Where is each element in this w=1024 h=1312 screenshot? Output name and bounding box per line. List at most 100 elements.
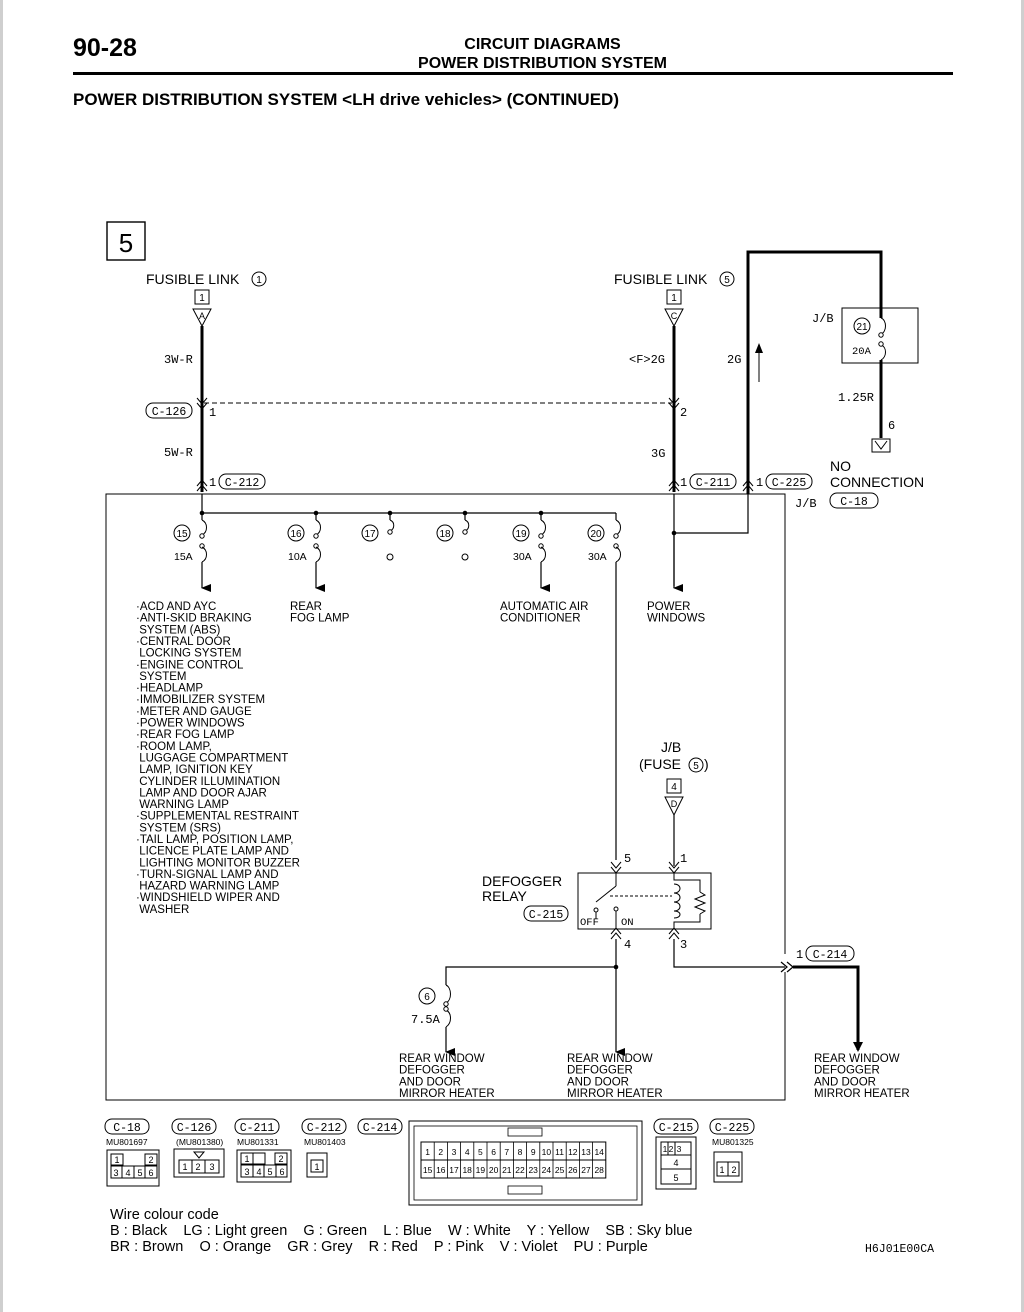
svg-text:2: 2 xyxy=(148,1155,153,1165)
svg-text:3: 3 xyxy=(244,1167,249,1177)
svg-text:10: 10 xyxy=(542,1147,552,1157)
svg-text:26: 26 xyxy=(568,1165,578,1175)
svg-text:23: 23 xyxy=(528,1165,538,1175)
relay-name-line1: DEFOGGER xyxy=(482,873,562,889)
c211-pin: 1 xyxy=(680,476,687,490)
jb-main-box xyxy=(105,493,786,1101)
svg-text:4: 4 xyxy=(465,1147,470,1157)
svg-text:28: 28 xyxy=(594,1165,604,1175)
header-subtitle: POWER DISTRIBUTION SYSTEM xyxy=(418,55,667,72)
svg-text:2: 2 xyxy=(731,1165,736,1175)
jb-fuse5-line2: (FUSE xyxy=(639,756,681,772)
jb-entry-connectors: 1 C-212 1 C-211 1 C-225 xyxy=(196,473,813,492)
conn-c126-part: (MU801380) xyxy=(176,1137,223,1147)
fuse-rating: 30A xyxy=(513,551,532,563)
svg-text:3: 3 xyxy=(452,1147,457,1157)
c126-label: C-126 xyxy=(152,406,187,419)
fuse-15: 15 15A xyxy=(173,513,207,563)
svg-text:14: 14 xyxy=(594,1147,604,1157)
svg-text:9: 9 xyxy=(531,1147,536,1157)
c214-label: C-214 xyxy=(813,949,848,962)
svg-text:21: 21 xyxy=(502,1165,512,1175)
relay-pin-1: 1 xyxy=(680,852,687,866)
svg-text:1: 1 xyxy=(182,1162,187,1172)
fusible-link-1-pin: 1 xyxy=(199,293,205,304)
jb-main-connector-label: C-18 xyxy=(840,496,868,509)
fusible-link-1-number: 1 xyxy=(256,275,262,286)
no-connection-line1: NO xyxy=(830,458,851,474)
no-connection-line2: CONNECTION xyxy=(830,474,924,490)
relay-pin-4: 4 xyxy=(624,938,631,952)
jb-main-label: J/B xyxy=(795,497,817,511)
continuation-marker: 5 xyxy=(106,221,146,261)
wire-label-5w-r: 5W-R xyxy=(164,446,193,460)
section-title: POWER DISTRIBUTION SYSTEM <LH drive vehi… xyxy=(73,90,619,109)
jb-top-fuse-21: J/B 21 20A xyxy=(812,307,919,364)
no-connection-pin: 6 xyxy=(888,419,895,433)
svg-text:18: 18 xyxy=(462,1165,472,1175)
jb-top-fuse-rating: 20A xyxy=(852,346,872,358)
c126-pin-2: 2 xyxy=(680,406,687,420)
fuse-number: 18 xyxy=(439,529,451,540)
no-connection-terminal: 6 NO CONNECTION xyxy=(830,419,924,490)
fuse-19: 19 30A xyxy=(512,513,546,563)
connector-c214-inline: 1 C-214 xyxy=(796,945,855,962)
connector-drawings: C-18 MU801697 1 2 3 4 5 6 C-126 (MU80138… xyxy=(104,1118,755,1206)
svg-text:2: 2 xyxy=(195,1162,200,1172)
svg-text:17: 17 xyxy=(449,1165,459,1175)
svg-text:6: 6 xyxy=(148,1168,153,1178)
defogger-relay: DEFOGGER RELAY C-215 5 1 4 3 OFF ON xyxy=(482,852,712,952)
jb-fuse5-number: 5 xyxy=(693,761,699,772)
mirror-fuse-6: 6 7.5A xyxy=(411,984,451,1028)
fuse-18: 18 xyxy=(436,513,470,561)
conn-c225-label: C-225 xyxy=(715,1122,750,1135)
fuse-number: 19 xyxy=(515,529,527,540)
relay-pin-5: 5 xyxy=(624,852,631,866)
svg-text:8: 8 xyxy=(518,1147,523,1157)
load-leads xyxy=(201,533,683,860)
fuse-rating: 30A xyxy=(588,551,607,563)
svg-text:4: 4 xyxy=(256,1167,261,1177)
svg-text:1: 1 xyxy=(425,1147,430,1157)
continuation-number: 5 xyxy=(119,228,133,258)
svg-text:2: 2 xyxy=(669,1144,674,1154)
wire-label-3g: 3G xyxy=(651,447,665,461)
jb-fuse5-pin: 4 xyxy=(671,782,677,793)
conn-c211-label: C-211 xyxy=(240,1122,275,1135)
fuse-number: 17 xyxy=(364,529,376,540)
fuse-rating: 15A xyxy=(174,551,193,563)
fusible-link-5-label: FUSIBLE LINK xyxy=(614,271,708,287)
svg-text:22: 22 xyxy=(515,1165,525,1175)
conn-c212-part: MU801403 xyxy=(304,1137,346,1147)
relay-off-label: OFF xyxy=(580,917,599,929)
conn-c225-part: MU801325 xyxy=(712,1137,754,1147)
fuse-number: 15 xyxy=(176,529,188,540)
conn-c18-label: C-18 xyxy=(113,1122,141,1135)
c214-pin: 1 xyxy=(796,948,803,962)
header-title: CIRCUIT DIAGRAMS xyxy=(464,36,621,53)
svg-text:12: 12 xyxy=(568,1147,578,1157)
fusible-link-5-terminal: C xyxy=(671,311,678,321)
page-number: 90-28 xyxy=(73,34,137,62)
conn-c212-label: C-212 xyxy=(307,1122,342,1135)
jb-top-fuse-number: 21 xyxy=(856,322,868,333)
svg-text:5: 5 xyxy=(267,1167,272,1177)
svg-text:6: 6 xyxy=(279,1167,284,1177)
conn-c215-label: C-215 xyxy=(659,1122,694,1135)
svg-text:5: 5 xyxy=(478,1147,483,1157)
wire-label-3w-r: 3W-R xyxy=(164,353,193,367)
connector-c126-inline: C-126 1 2 xyxy=(145,397,687,420)
relay-pin-3: 3 xyxy=(680,938,687,952)
jb-main-connector: C-18 xyxy=(829,492,879,509)
fuse-rating: 10A xyxy=(288,551,307,563)
relay-name-line2: RELAY xyxy=(482,888,528,904)
svg-text:): ) xyxy=(704,756,709,772)
svg-text:7: 7 xyxy=(504,1147,509,1157)
svg-text:5: 5 xyxy=(673,1173,678,1183)
jb-internal-wiring xyxy=(201,494,749,586)
